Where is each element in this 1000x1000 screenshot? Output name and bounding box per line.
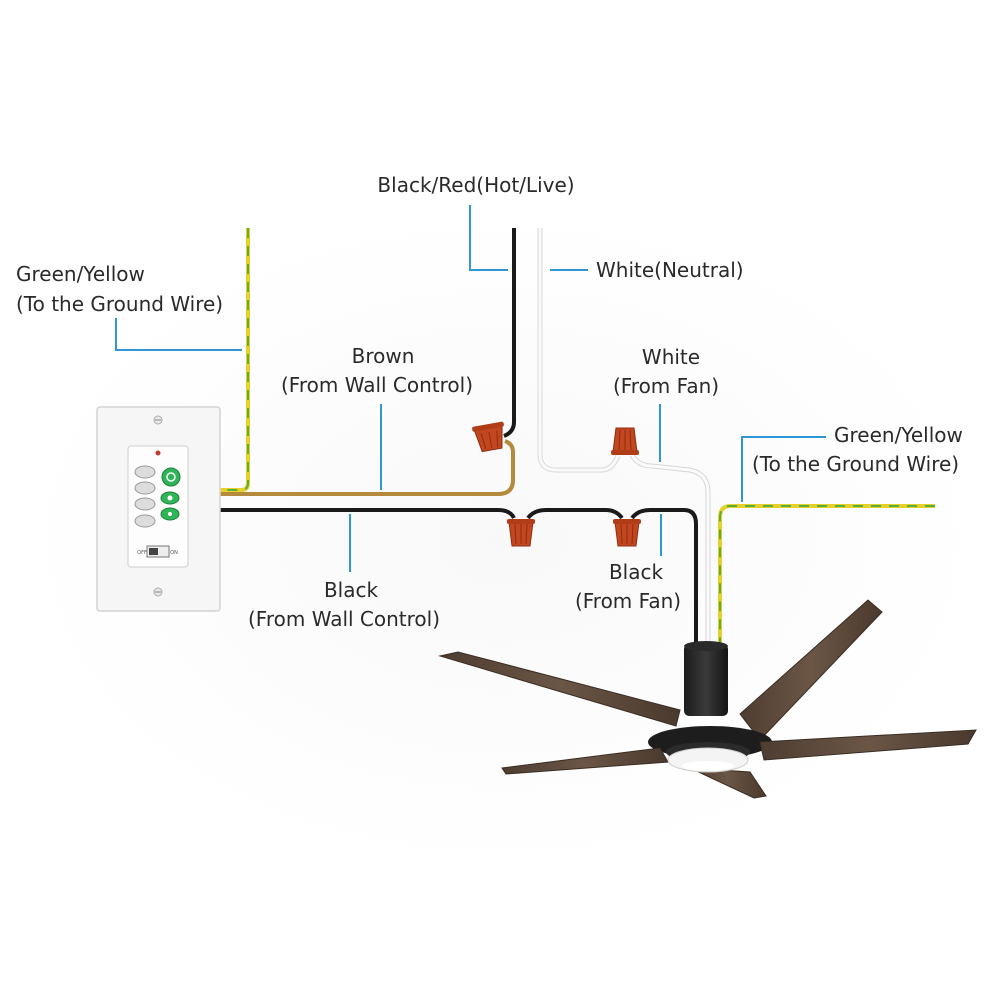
label-white-fan-sub: (From Fan) [613,374,719,398]
label-black-wall-title: Black [324,578,379,602]
light-kit-glow [682,761,734,771]
fan-blade-front-bottom [689,767,767,799]
ground-wire-left [220,228,250,492]
fan-blade-back-left [438,651,681,727]
switch-off-label: OFF [137,550,147,556]
wire-nut-neutral [611,427,639,455]
fan-downrod-cap [684,641,728,651]
label-ground-left-title: Green/Yellow [16,262,145,286]
brown-wire [220,439,515,496]
label-white-fan-title: White [642,345,700,369]
ceiling-fan [438,599,977,799]
fan-timer-button[interactable] [134,514,156,528]
fan-blade-front-right [759,729,977,761]
leader-hot-live [469,205,508,271]
label-ground-right-sub: (To the Ground Wire) [752,452,959,476]
dimmer-icon [168,512,172,516]
ground-wire-right [718,504,935,645]
black-link-wire [526,508,624,520]
label-brown-sub: (From Wall Control) [281,373,473,397]
power-icon [166,472,176,482]
slide-switch-knob [149,548,158,555]
indicator-led [155,450,161,456]
black-wall-wire [220,508,516,520]
label-black-fan-title: Black [609,560,664,584]
leader-ground-right [741,436,826,502]
leader-ground-left [115,318,242,351]
power-button[interactable] [161,467,181,487]
label-black-wall-sub: (From Wall Control) [248,607,440,631]
black-fan-wire [630,508,698,645]
label-ground-left-sub: (To the Ground Wire) [16,292,223,316]
fan-motor-housing [684,644,728,716]
switch-on-label: ON [170,550,178,556]
wall-control: OFF ON [96,406,221,612]
fan-speed-medium-button[interactable] [134,481,156,495]
hot-live-wire [503,228,516,438]
wire-nut-black-1 [507,519,535,547]
label-black-fan-sub: (From Fan) [575,589,681,613]
label-brown-title: Brown [352,344,415,368]
label-ground-right-title: Green/Yellow [834,423,963,447]
wire-nut-hot [472,421,504,453]
fan-speed-low-button[interactable] [134,497,156,511]
fan-speed-high-button[interactable] [134,465,156,479]
light-icon [167,495,173,501]
label-hot-live: Black/Red(Hot/Live) [377,173,574,197]
label-neutral: White(Neutral) [596,258,744,282]
wire-nut-black-2 [613,519,641,547]
